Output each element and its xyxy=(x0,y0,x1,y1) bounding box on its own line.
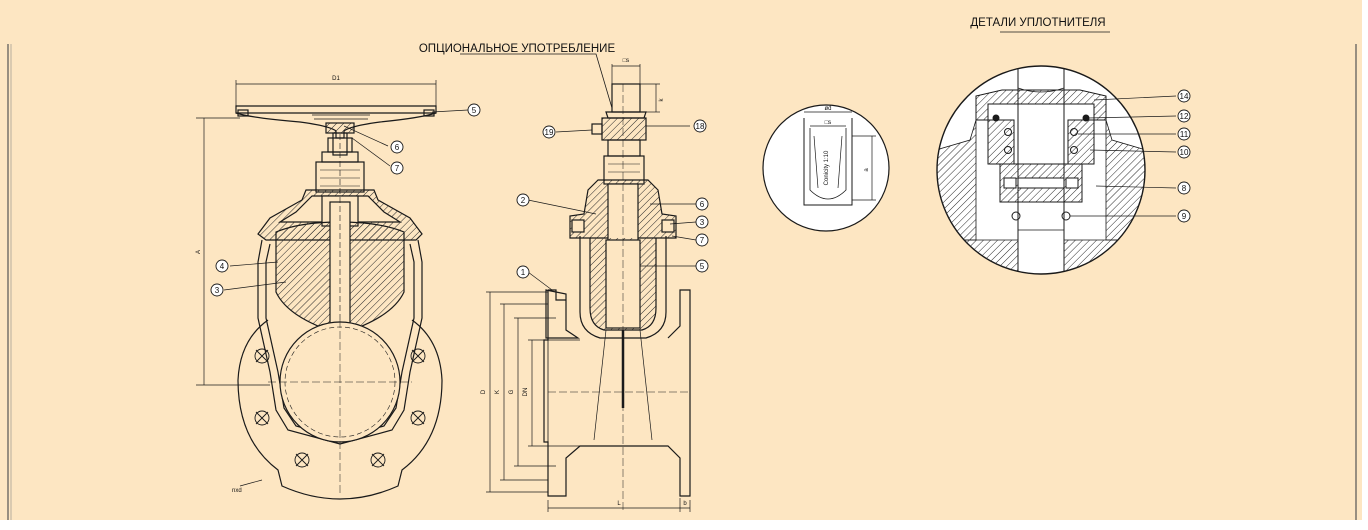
callout-number: 19 xyxy=(545,128,554,137)
callout-number: 3 xyxy=(215,286,220,295)
dimension-label-s-top: □s xyxy=(623,58,630,64)
callout-number: 2 xyxy=(521,196,526,205)
callout-number: 5 xyxy=(472,106,477,115)
callout-circle xyxy=(215,259,229,273)
callout-number: 1 xyxy=(521,268,526,277)
callout-circle xyxy=(390,161,404,175)
callout-number: 5 xyxy=(700,262,705,271)
key-dimension-d: ød xyxy=(824,106,831,112)
callout-circle xyxy=(542,125,556,139)
dimension-label-dn: DN xyxy=(523,388,529,397)
callout-number: 9 xyxy=(1182,212,1187,221)
background-panel xyxy=(0,0,1362,520)
callout-circle xyxy=(1177,181,1191,195)
dimension-label-d: D xyxy=(481,389,487,394)
callout-number: 8 xyxy=(1182,184,1187,193)
callout-circle xyxy=(210,283,224,297)
optional-use-title: ОПЦИОНАЛЬНОЕ УПОТРЕБЛЕНИЕ xyxy=(419,43,616,55)
dimension-label-k: K xyxy=(495,390,501,394)
callout-circle xyxy=(1177,209,1191,223)
callout-circle xyxy=(695,215,709,229)
key-conicity-label: Conicity 1:10 xyxy=(824,150,830,185)
key-detail: ød □s a Conicity 1:10 xyxy=(762,104,890,232)
dimension-label-k-top: k xyxy=(659,98,665,102)
callout-number: 14 xyxy=(1180,92,1189,101)
callout-circle xyxy=(693,119,707,133)
side-view xyxy=(460,53,697,512)
callout-circle xyxy=(695,233,709,247)
dimension-label-l: L xyxy=(617,501,621,507)
callout-number: 4 xyxy=(220,262,225,271)
callout-circle xyxy=(467,103,481,117)
dimension-label-d1: D1 xyxy=(332,76,340,82)
callout-number: 6 xyxy=(395,143,400,152)
key-dimension-a: a xyxy=(864,168,870,172)
callout-number: 7 xyxy=(395,164,400,173)
callout-number: 6 xyxy=(700,200,705,209)
callout-circle xyxy=(1177,89,1191,103)
callout-number: 10 xyxy=(1180,148,1189,157)
callout-circle xyxy=(1177,127,1191,141)
callout-circle xyxy=(695,197,709,211)
dimension-label-b: b xyxy=(683,501,687,507)
seal-details-title: ДЕТАЛИ УПЛОТНИТЕЛЯ xyxy=(970,17,1105,29)
callout-number: 3 xyxy=(700,218,705,227)
callout-number: 18 xyxy=(696,122,705,131)
callout-circle xyxy=(390,140,404,154)
callout-circle xyxy=(1177,109,1191,123)
callout-circle xyxy=(1177,145,1191,159)
callout-number: 11 xyxy=(1180,130,1189,139)
front-view xyxy=(196,80,469,500)
dimension-label-nxd: nхd xyxy=(232,488,242,494)
callout-number: 7 xyxy=(700,236,705,245)
dimension-label-g: G xyxy=(509,389,515,394)
dimension-label-a: A xyxy=(196,250,202,254)
callout-circle xyxy=(516,193,530,207)
key-dimension-s: □s xyxy=(825,120,832,126)
callout-circle xyxy=(695,259,709,273)
callout-circle xyxy=(516,265,530,279)
callout-number: 12 xyxy=(1180,112,1189,121)
